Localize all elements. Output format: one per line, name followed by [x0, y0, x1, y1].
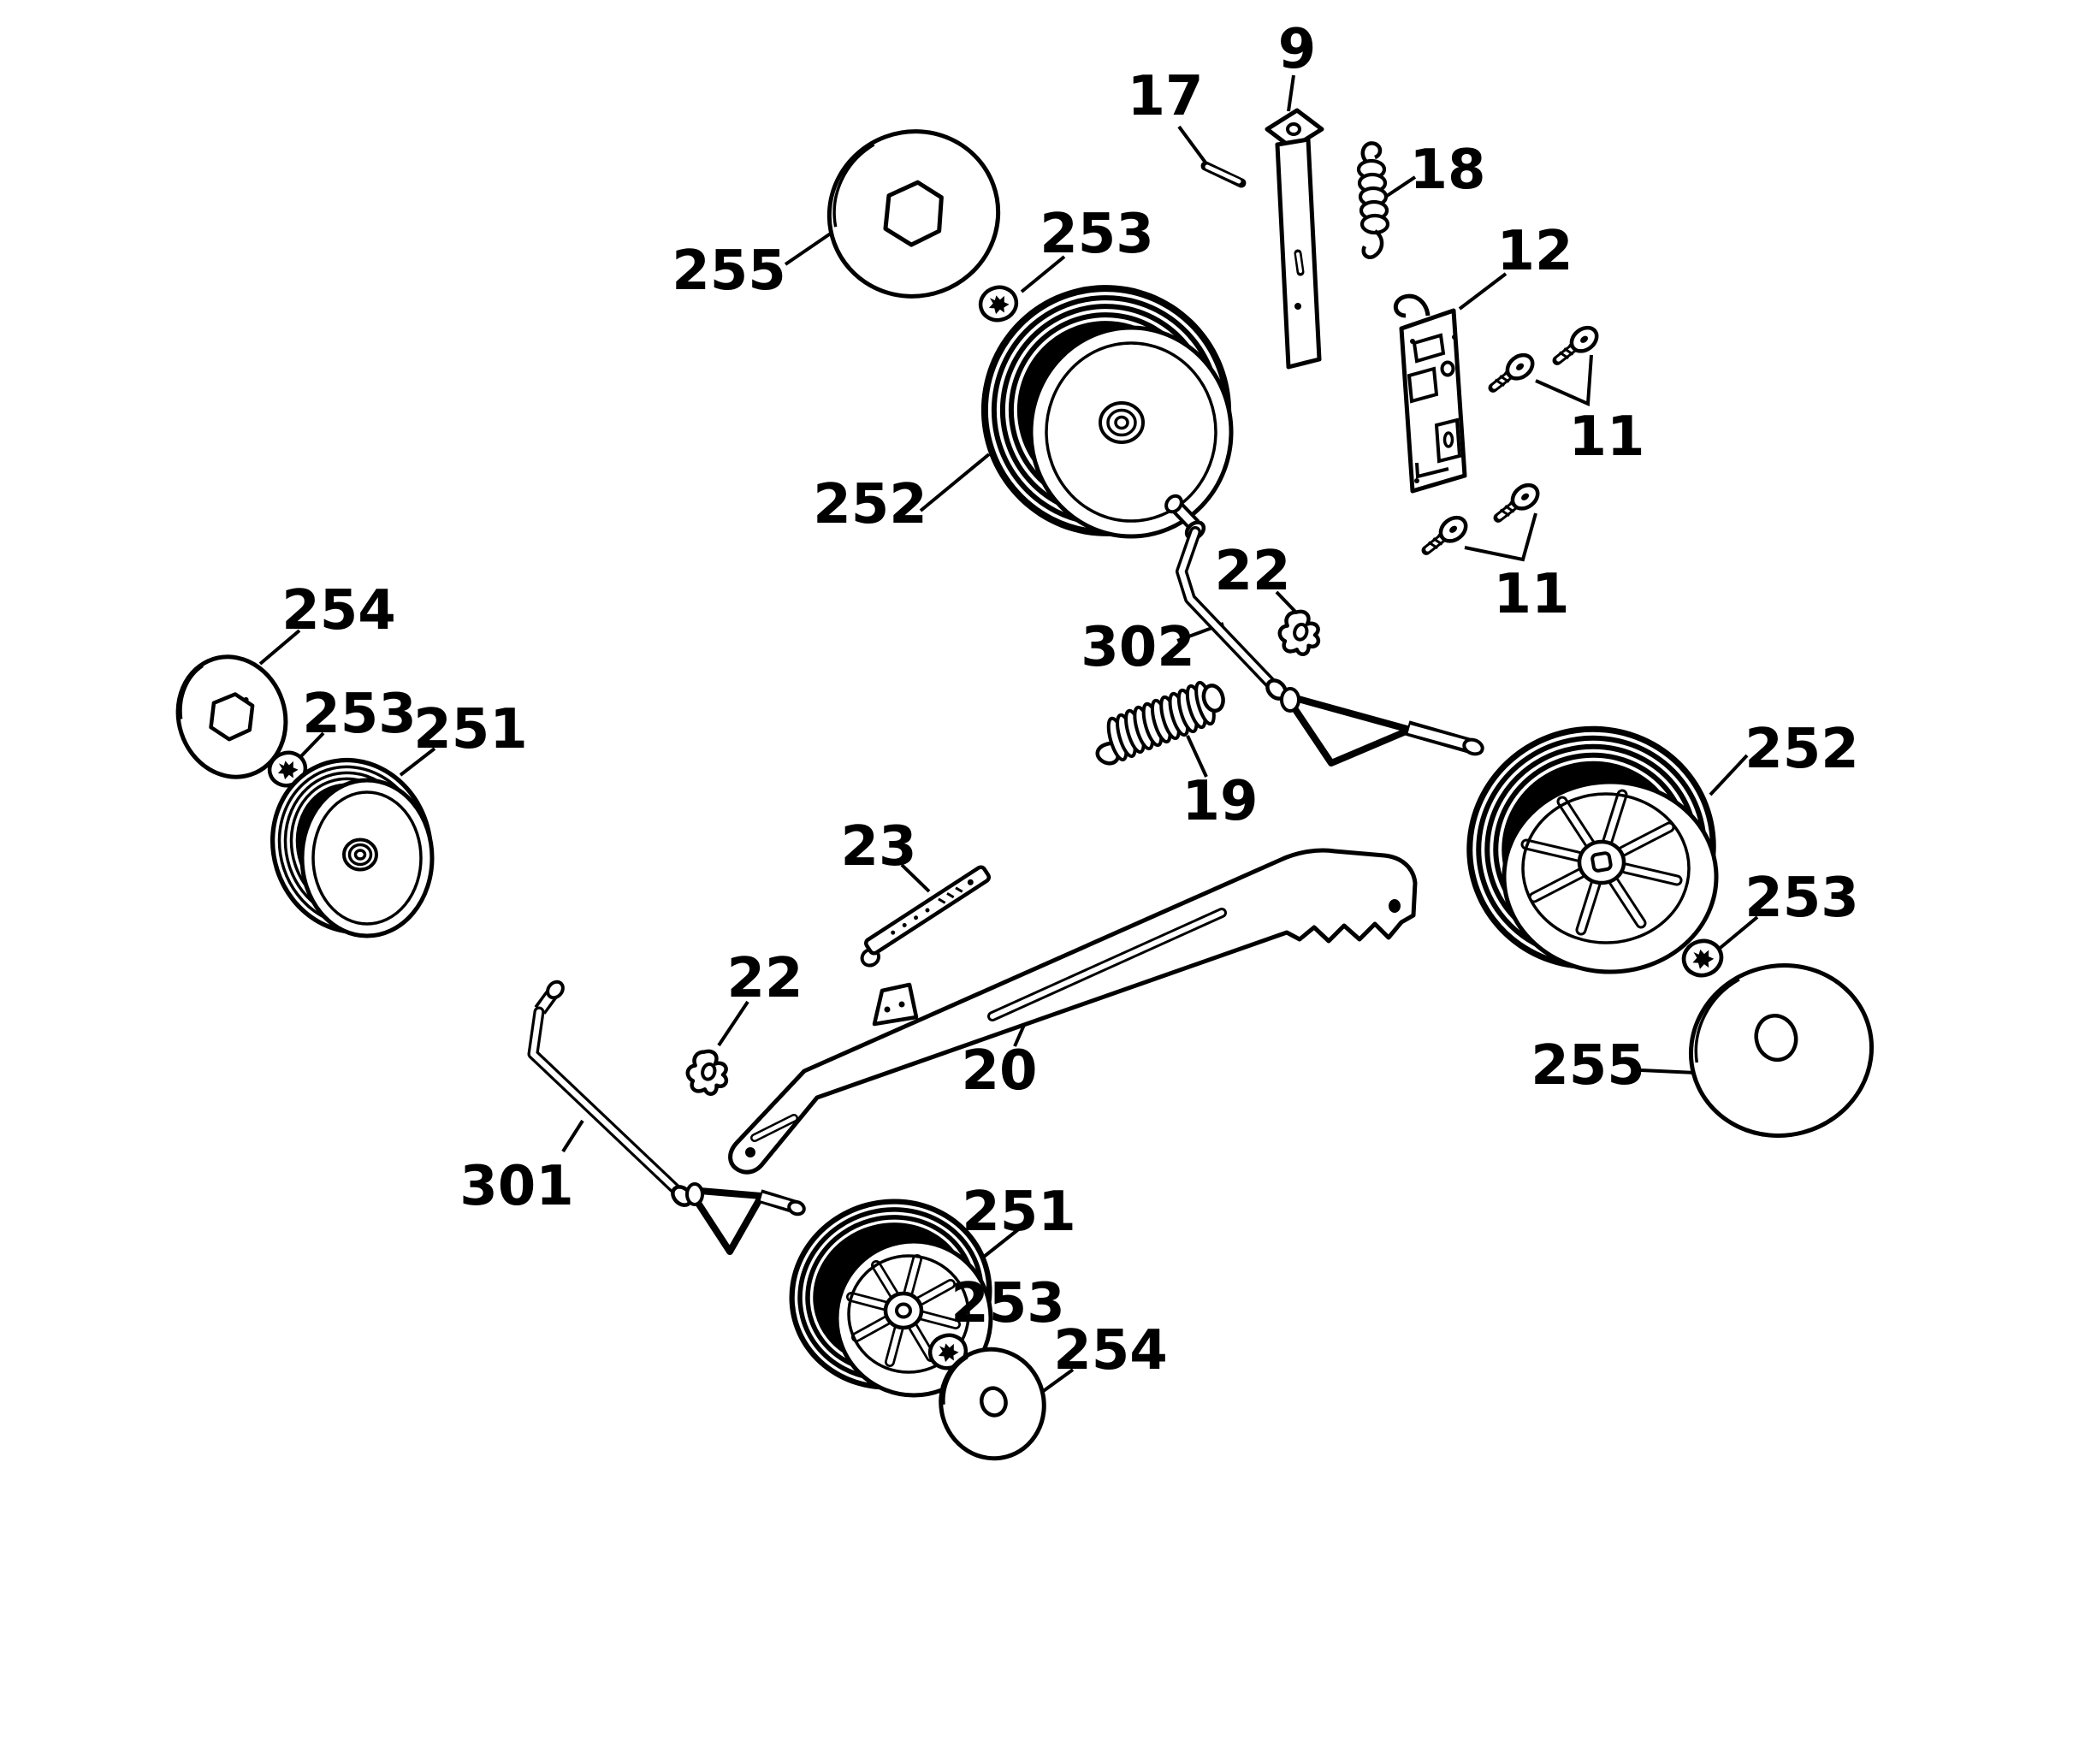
- leader-line-252: [919, 453, 991, 512]
- leader-line-253: [298, 731, 325, 760]
- callout-label-254: 254: [281, 579, 396, 642]
- leader-line-23: [900, 863, 931, 893]
- pin-17: [1200, 161, 1247, 188]
- hubcap-254-bottom: [939, 1347, 1046, 1461]
- screw-11-lower-left: [1420, 512, 1471, 558]
- axle-arm-302: [1164, 494, 1484, 767]
- leader-line-17: [1177, 125, 1207, 164]
- leader-line-251: [982, 1222, 1027, 1258]
- screw-11-upper-left: [1487, 350, 1537, 395]
- leader-line-22: [717, 1000, 749, 1047]
- leader-line-11: [1464, 512, 1537, 562]
- callout-label-23: 23: [840, 815, 916, 879]
- leader-line-11: [1535, 354, 1593, 406]
- leader-line-252: [1709, 754, 1749, 796]
- leader-line-301: [561, 1119, 584, 1153]
- leader-line-255: [1640, 1068, 1697, 1074]
- leader-line-254: [258, 629, 301, 666]
- callout-label-252: 252: [1744, 718, 1859, 781]
- callout-label-255: 255: [672, 240, 786, 303]
- callout-label-22: 22: [1214, 540, 1290, 603]
- callout-label-19: 19: [1182, 770, 1258, 833]
- leader-lines: [258, 74, 1759, 1396]
- callout-label-253: 253: [951, 1272, 1065, 1335]
- callout-label-17: 17: [1127, 65, 1203, 128]
- callout-label-301: 301: [459, 1155, 574, 1218]
- callout-label-255: 255: [1531, 1034, 1645, 1098]
- bracket-12: [1393, 293, 1467, 494]
- hubcap-254-left: [175, 654, 288, 779]
- index-strip-23: [860, 865, 992, 968]
- leader-line-253: [1020, 255, 1066, 293]
- wheel-251-left: [270, 757, 435, 938]
- callout-label-20: 20: [961, 1039, 1037, 1103]
- washer-253-top: [977, 283, 1020, 324]
- leader-line-251: [399, 747, 436, 777]
- leader-line-255: [784, 228, 838, 266]
- callout-labels: 2552532521791812111130222192522532552542…: [281, 18, 1859, 1382]
- callout-label-251: 251: [962, 1181, 1076, 1244]
- clip-22-upper: [1276, 607, 1324, 658]
- callout-label-253: 253: [1040, 203, 1154, 266]
- axle-arm-301: [527, 980, 806, 1255]
- hubcap-255-top-left: [826, 129, 1001, 299]
- leader-line-253: [1715, 915, 1759, 952]
- leader-line-19: [1186, 735, 1208, 778]
- callout-label-9: 9: [1278, 18, 1317, 81]
- callout-label-12: 12: [1496, 220, 1573, 283]
- callout-label-11: 11: [1568, 405, 1644, 469]
- adjuster-lever-20: [728, 848, 1418, 1175]
- wheel-252-right: [1466, 725, 1719, 974]
- callout-label-18: 18: [1409, 139, 1485, 202]
- callout-label-251: 251: [413, 698, 528, 761]
- callout-label-254: 254: [1053, 1319, 1168, 1382]
- leader-line-18: [1383, 175, 1417, 199]
- clip-22-lower: [684, 1047, 732, 1098]
- callout-label-22: 22: [726, 947, 803, 1010]
- spring-19: [1095, 680, 1225, 766]
- leader-line-9: [1287, 74, 1295, 112]
- bracket-bar-9: [1265, 108, 1324, 370]
- callout-label-253: 253: [302, 683, 417, 746]
- callout-label-302: 302: [1081, 616, 1195, 679]
- spring-18: [1356, 141, 1390, 259]
- callout-label-253: 253: [1744, 867, 1859, 930]
- callout-label-252: 252: [813, 473, 927, 536]
- leader-line-22: [1275, 590, 1299, 615]
- screw-11-upper-right: [1551, 323, 1602, 368]
- hubcap-255-right: [1688, 963, 1875, 1138]
- wheel-252-top: [980, 285, 1234, 539]
- callout-label-11: 11: [1493, 563, 1569, 626]
- leader-line-12: [1458, 272, 1508, 311]
- leader-line-254: [1037, 1368, 1075, 1396]
